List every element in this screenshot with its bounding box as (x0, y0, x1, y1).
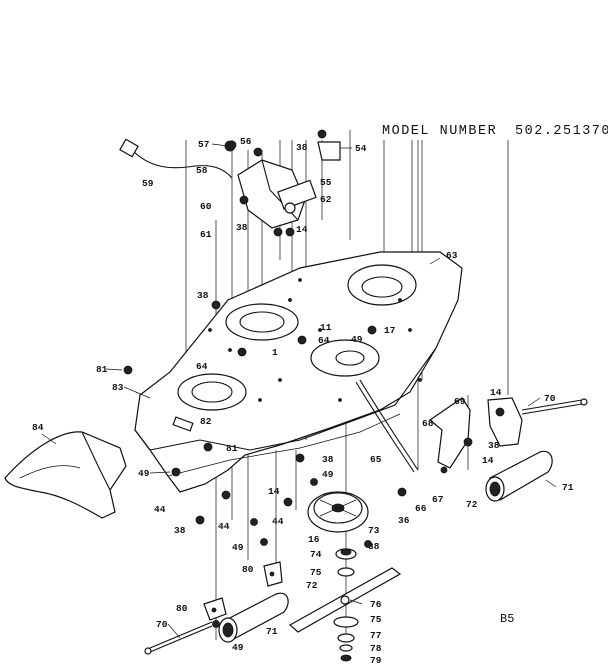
callout-44: 44 (154, 504, 166, 515)
page-code: B5 (500, 612, 514, 626)
model-number-value: 502.251370 (515, 124, 608, 139)
callout-74: 74 (310, 549, 322, 560)
mower-blade (288, 567, 402, 633)
callout-49-b: 49 (138, 468, 150, 479)
callout-64-b: 64 (196, 361, 208, 372)
callout-61: 61 (200, 229, 212, 240)
callout-38-c: 38 (197, 290, 209, 301)
callout-leaders (41, 143, 557, 639)
callout-60: 60 (200, 201, 212, 212)
callout-49: 49 (351, 334, 363, 345)
callout-1: 1 (272, 347, 278, 358)
callout-62: 62 (320, 194, 332, 205)
hardware-fasteners (123, 129, 407, 628)
callout-64: 64 (318, 335, 330, 346)
callout-54: 54 (355, 143, 367, 154)
callout-79: 79 (370, 655, 382, 664)
callout-38-e: 38 (322, 454, 334, 465)
callout-36: 36 (398, 515, 410, 526)
callout-38-d: 38 (488, 440, 500, 451)
callout-72-b: 72 (306, 580, 318, 591)
front-axle-rod (144, 621, 213, 655)
callout-81-b: 81 (226, 443, 238, 454)
callout-49-e: 49 (232, 642, 244, 653)
callout-72: 72 (466, 499, 478, 510)
callout-38-g: 38 (368, 541, 380, 552)
mower-deck-housing (134, 251, 463, 493)
wire-harness (119, 138, 233, 179)
callout-38-f: 38 (174, 525, 186, 536)
callout-82: 82 (200, 416, 212, 427)
callout-77: 77 (370, 630, 382, 641)
callout-59: 59 (142, 178, 154, 189)
discharge-chute (4, 431, 127, 519)
callout-14-c: 14 (482, 455, 494, 466)
gauge-roller-left (218, 592, 289, 643)
callout-75: 75 (310, 567, 322, 578)
callout-56: 56 (240, 136, 252, 147)
callout-11: 11 (320, 322, 332, 333)
callout-70: 70 (544, 393, 556, 404)
callout-16: 16 (308, 534, 320, 545)
callout-81: 81 (96, 364, 108, 375)
right-lift-bracket (429, 397, 523, 474)
callout-44-b: 44 (218, 521, 230, 532)
callout-66: 66 (415, 503, 427, 514)
callout-49-c: 49 (322, 469, 334, 480)
callout-55: 55 (320, 177, 332, 188)
callout-71-b: 71 (266, 626, 278, 637)
callout-14: 14 (296, 224, 308, 235)
idler-bracket-assembly (224, 140, 341, 237)
callout-75-b: 75 (370, 614, 382, 625)
callout-58: 58 (196, 165, 208, 176)
callout-78: 78 (370, 643, 382, 654)
callout-80: 80 (242, 564, 254, 575)
rear-axle-rod (521, 398, 588, 415)
callout-83: 83 (112, 382, 124, 393)
gauge-roller-right (485, 450, 553, 502)
callout-73: 73 (368, 525, 380, 536)
callout-38: 38 (296, 142, 308, 153)
callout-68: 68 (422, 418, 434, 429)
callout-65: 65 (370, 454, 382, 465)
callout-57: 57 (198, 139, 210, 150)
blade-pulley (307, 491, 369, 533)
callout-14-b: 14 (490, 387, 502, 398)
callout-80-b: 80 (176, 603, 188, 614)
callout-44-c: 44 (272, 516, 284, 527)
callout-labels: 57 56 38 54 59 58 55 60 62 38 61 14 63 3… (32, 136, 574, 664)
callout-84: 84 (32, 422, 44, 433)
model-number-label: MODEL NUMBER (382, 124, 497, 139)
roller-bracket (203, 561, 283, 621)
callout-49-d: 49 (232, 542, 244, 553)
callout-38-b: 38 (236, 222, 248, 233)
callout-76: 76 (370, 599, 382, 610)
callout-14-d: 14 (268, 486, 280, 497)
lift-rod (355, 379, 419, 473)
callout-69: 69 (454, 396, 466, 407)
callout-17: 17 (384, 325, 396, 336)
callout-71: 71 (562, 482, 574, 493)
callout-67: 67 (432, 494, 444, 505)
callout-70-b: 70 (156, 619, 168, 630)
spindle-stack (333, 548, 359, 662)
callout-63: 63 (446, 250, 458, 261)
